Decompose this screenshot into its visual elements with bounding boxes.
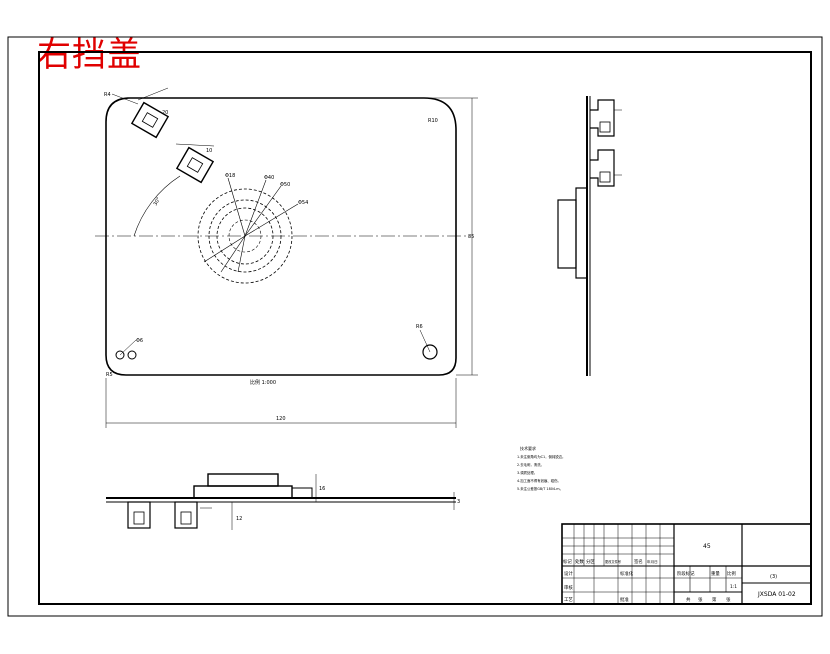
dimension-line: [111, 93, 139, 105]
dim-overall-height: 85: [468, 234, 474, 240]
tech-note-line: 4.加工面不得有划痕、碰伤。: [517, 478, 561, 483]
dim-slot-h: 10: [206, 148, 212, 154]
tb-process: 工艺: [564, 597, 573, 603]
leader-line: [244, 203, 299, 237]
leader-line: [244, 185, 282, 237]
small-hole-left-a: [115, 350, 125, 360]
tb-design: 设计: [564, 570, 573, 577]
tb-date: 年月日: [647, 559, 658, 564]
dimension-line: [175, 143, 215, 147]
dim-side-b: 16: [319, 486, 325, 492]
drawing-title: 右挡盖: [37, 35, 142, 75]
step: [291, 487, 313, 499]
small-hole-right: [422, 344, 438, 360]
tb-drawing-number: JXSDA 01-02: [757, 591, 796, 598]
tb-scale: 1:1: [730, 584, 737, 590]
drawing-frame: [38, 51, 812, 605]
angle-arc: [133, 175, 181, 237]
hole-circle-core: [228, 219, 262, 253]
tb-approve: 批准: [620, 596, 629, 603]
dim-overall-width: 120: [276, 416, 286, 422]
tb-sheet-total: 共: [686, 596, 691, 603]
tech-note-line: 3.调质处理。: [517, 470, 537, 475]
dim-slot-w: 20: [162, 110, 168, 116]
tb-standard: 标准化: [620, 570, 634, 577]
side-bracket-lower: [590, 149, 615, 187]
tech-notes: 技术要求 1.未注倒角均为C1，倒钝锐边。 2.去毛刺，清洗。 3.调质处理。 …: [517, 445, 565, 491]
clip-right-slot: [180, 511, 192, 525]
dim-hole-c: Φ50: [280, 182, 290, 188]
small-hole-left-b: [127, 350, 137, 360]
dim-hole-b: Φ40: [264, 175, 274, 181]
tech-notes-heading: 技术要求: [520, 445, 536, 451]
slot-block-lower: [175, 146, 215, 184]
tb-part-name: (3): [770, 574, 777, 580]
bottom-view: [106, 473, 456, 530]
clip-left: [127, 501, 151, 529]
dim-small-hole: Φ6: [136, 338, 143, 344]
tech-note-line: 2.去毛刺，清洗。: [517, 462, 544, 467]
title-block-text: 标记 处数 分区 更改文件号 签名 年月日 设计 标准化 审核 工艺 批准 45…: [563, 543, 796, 603]
dim-bottom-right-r: R6: [416, 324, 423, 330]
tb-stage-label: 阶段标记: [677, 570, 695, 577]
hole-circle-inner: [216, 207, 274, 265]
dimension-line: [137, 87, 169, 101]
dim-bottom-left-r: R5: [106, 372, 113, 378]
tb-weight-label: 重量: [711, 570, 720, 577]
tb-sign: 签名: [634, 558, 643, 565]
dim-thickness: 3: [457, 499, 460, 505]
side-boss: [557, 199, 577, 269]
tb-sheet-unit: 张: [698, 596, 703, 603]
leader-line: [244, 179, 267, 237]
side-bracket-upper: [590, 99, 615, 137]
tb-change-doc: 更改文件号: [605, 559, 621, 564]
leader-line: [119, 339, 137, 356]
tb-sheet-no: 第: [712, 596, 717, 603]
hole-circle-outer: [197, 188, 293, 284]
tb-scale-label: 比例: [727, 570, 736, 577]
clip-right: [174, 501, 198, 529]
leader-line: [227, 177, 246, 237]
tb-material: 45: [703, 543, 711, 550]
dim-side: 12: [236, 516, 242, 522]
tb-sheet-unit-2: 张: [726, 596, 731, 603]
side-boss-inner: [575, 187, 588, 279]
tb-count: 处数: [575, 558, 584, 565]
bottom-view-labels: 12 16 3: [236, 486, 460, 522]
side-bracket-lower-slot: [599, 171, 611, 183]
clip-left-slot: [133, 511, 145, 525]
tb-zone: 分区: [586, 558, 595, 565]
boss-lower: [193, 485, 293, 499]
plate-outline: [105, 97, 457, 376]
front-view: [95, 87, 478, 428]
slot-block-upper: [130, 101, 170, 139]
leader-line: [237, 235, 246, 273]
tech-note-line: 1.未注倒角均为C1，倒钝锐边。: [517, 454, 565, 459]
tb-review: 审核: [564, 584, 573, 591]
sheet-border: [7, 36, 823, 617]
boss-upper: [207, 473, 279, 487]
dim-angle: 30°: [153, 196, 163, 207]
side-view: [557, 96, 622, 376]
hole-circle-mid: [208, 199, 282, 273]
side-bracket-upper-slot: [599, 121, 611, 133]
dim-top-left-r: R4: [104, 92, 111, 98]
dim-hole-d: Φ54: [298, 200, 308, 206]
title-block: [561, 523, 812, 605]
front-view-labels: R4 R10 30° Φ18 Φ40 Φ50 Φ54 20 10 R5 Φ6 R…: [104, 92, 474, 422]
dim-hole-a: Φ18: [225, 173, 235, 179]
leader-line: [203, 235, 246, 263]
scale-note: 比例 1:000: [250, 379, 276, 386]
dim-top-right-r: R10: [428, 118, 438, 124]
tb-mark: 标记: [563, 558, 572, 565]
leader-line: [220, 235, 246, 273]
tech-note-line: 5.未注公差按GB/T 1804-m。: [517, 486, 563, 491]
leader-line: [419, 329, 431, 353]
